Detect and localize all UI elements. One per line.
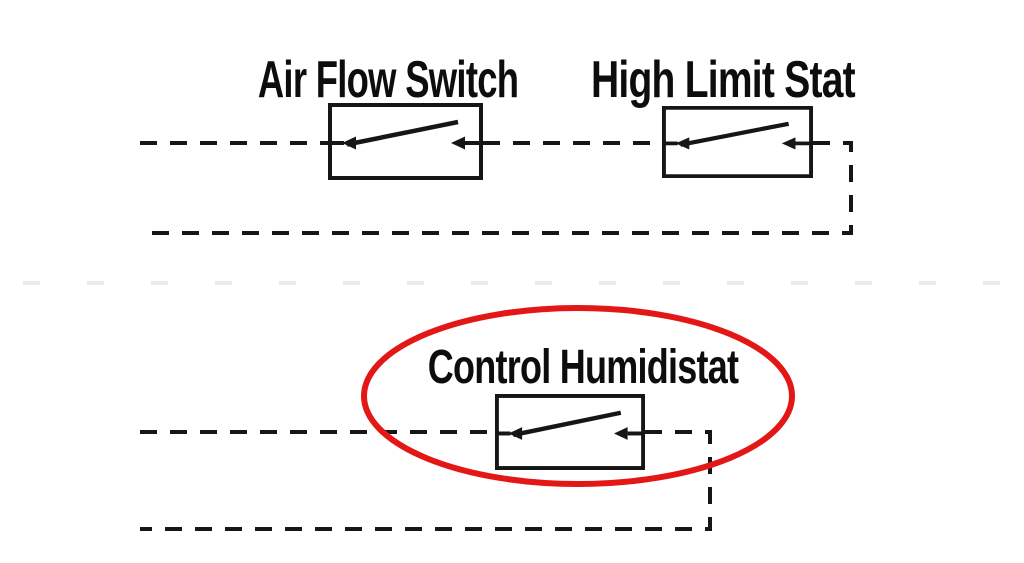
- switch-contact-icon: [662, 106, 813, 178]
- control-humidistat-box: [495, 394, 645, 470]
- switch-contact-icon: [328, 103, 483, 180]
- switch-contact-icon: [495, 394, 645, 470]
- bottom-circuit-wire-return: [140, 430, 712, 531]
- top-circuit-wire-return: [140, 141, 853, 235]
- red-circle-annotation: [361, 305, 795, 487]
- high-limit-stat-box: [662, 106, 813, 178]
- air-flow-switch-box: [328, 103, 483, 180]
